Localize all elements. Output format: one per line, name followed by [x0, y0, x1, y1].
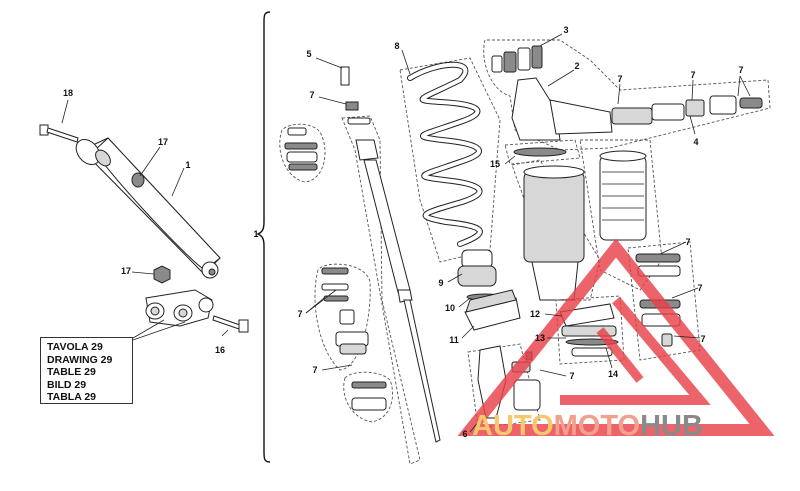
reservoir-sleeve: [579, 139, 663, 291]
callout-2: 2: [574, 61, 580, 71]
cylinder-body: [511, 159, 601, 301]
bracket-lower: [145, 289, 214, 327]
callout-7: 7: [617, 74, 623, 84]
seal-kit-upper: [279, 123, 326, 183]
drawing-reference-box: TAVOLA 29 DRAWING 29 TABLE 29 BILD 29 TA…: [40, 337, 133, 404]
left-leader-lines: [61, 99, 229, 341]
callout-8: 8: [394, 41, 400, 51]
callout-5: 5: [306, 49, 312, 59]
callout-7: 7: [569, 371, 575, 381]
reservoir-group: [483, 39, 771, 151]
right-leader-lines: [305, 33, 751, 433]
callout-7: 7: [309, 90, 315, 100]
callout-16: 16: [214, 345, 226, 355]
callout-7: 7: [312, 365, 318, 375]
group-brace: [256, 11, 271, 463]
bump-stop-9: [457, 249, 497, 287]
bolt-18: [39, 124, 79, 143]
o-ring-15: [504, 139, 581, 165]
damper-rod-assembly: [340, 66, 441, 465]
watermark-text: AUTOMOTOHUB: [472, 410, 703, 443]
reference-line-spanish: TABLA 29: [47, 391, 97, 403]
watermark-part-auto: AUTO: [472, 410, 554, 442]
watermark-logo: [457, 238, 775, 436]
nut-17: [153, 265, 171, 284]
callout-1: 1: [185, 160, 191, 170]
spring-seat-11: [464, 289, 521, 331]
callout-7: 7: [685, 237, 691, 247]
callout-9: 9: [438, 278, 444, 288]
callout-17: 17: [120, 266, 132, 276]
reference-line-german: BILD 29: [47, 378, 87, 391]
callout-4: 4: [693, 137, 699, 147]
watermark-part-moto: MOTO: [553, 410, 641, 442]
assembled-shock-absorber: [75, 137, 221, 279]
callout-11: 11: [449, 335, 459, 345]
callout-17: 17: [157, 137, 169, 147]
callout-7: 7: [690, 70, 696, 80]
callout-3: 3: [563, 25, 569, 35]
callout-1: 1: [253, 229, 259, 239]
seal-kit-bottom: [343, 371, 393, 423]
callout-7: 7: [697, 283, 703, 293]
callout-7: 7: [738, 65, 744, 75]
reference-line-english: DRAWING 29: [47, 353, 113, 366]
reference-line-italian: TAVOLA 29: [47, 341, 103, 353]
callout-12: 12: [529, 309, 541, 319]
callout-14: 14: [607, 369, 619, 379]
reference-line-french: TABLE 29: [47, 366, 96, 378]
callout-7: 7: [700, 334, 706, 344]
callout-7: 7: [297, 309, 303, 319]
callout-18: 18: [62, 88, 74, 98]
callout-6: 6: [462, 429, 468, 439]
callout-13: 13: [534, 333, 546, 343]
seal-kit-lower: [314, 263, 371, 371]
bolt-16: [212, 315, 249, 333]
watermark-part-hub: HUB: [640, 410, 703, 442]
callout-15: 15: [489, 159, 501, 169]
coil-spring: [399, 57, 501, 263]
callout-10: 10: [444, 303, 456, 313]
